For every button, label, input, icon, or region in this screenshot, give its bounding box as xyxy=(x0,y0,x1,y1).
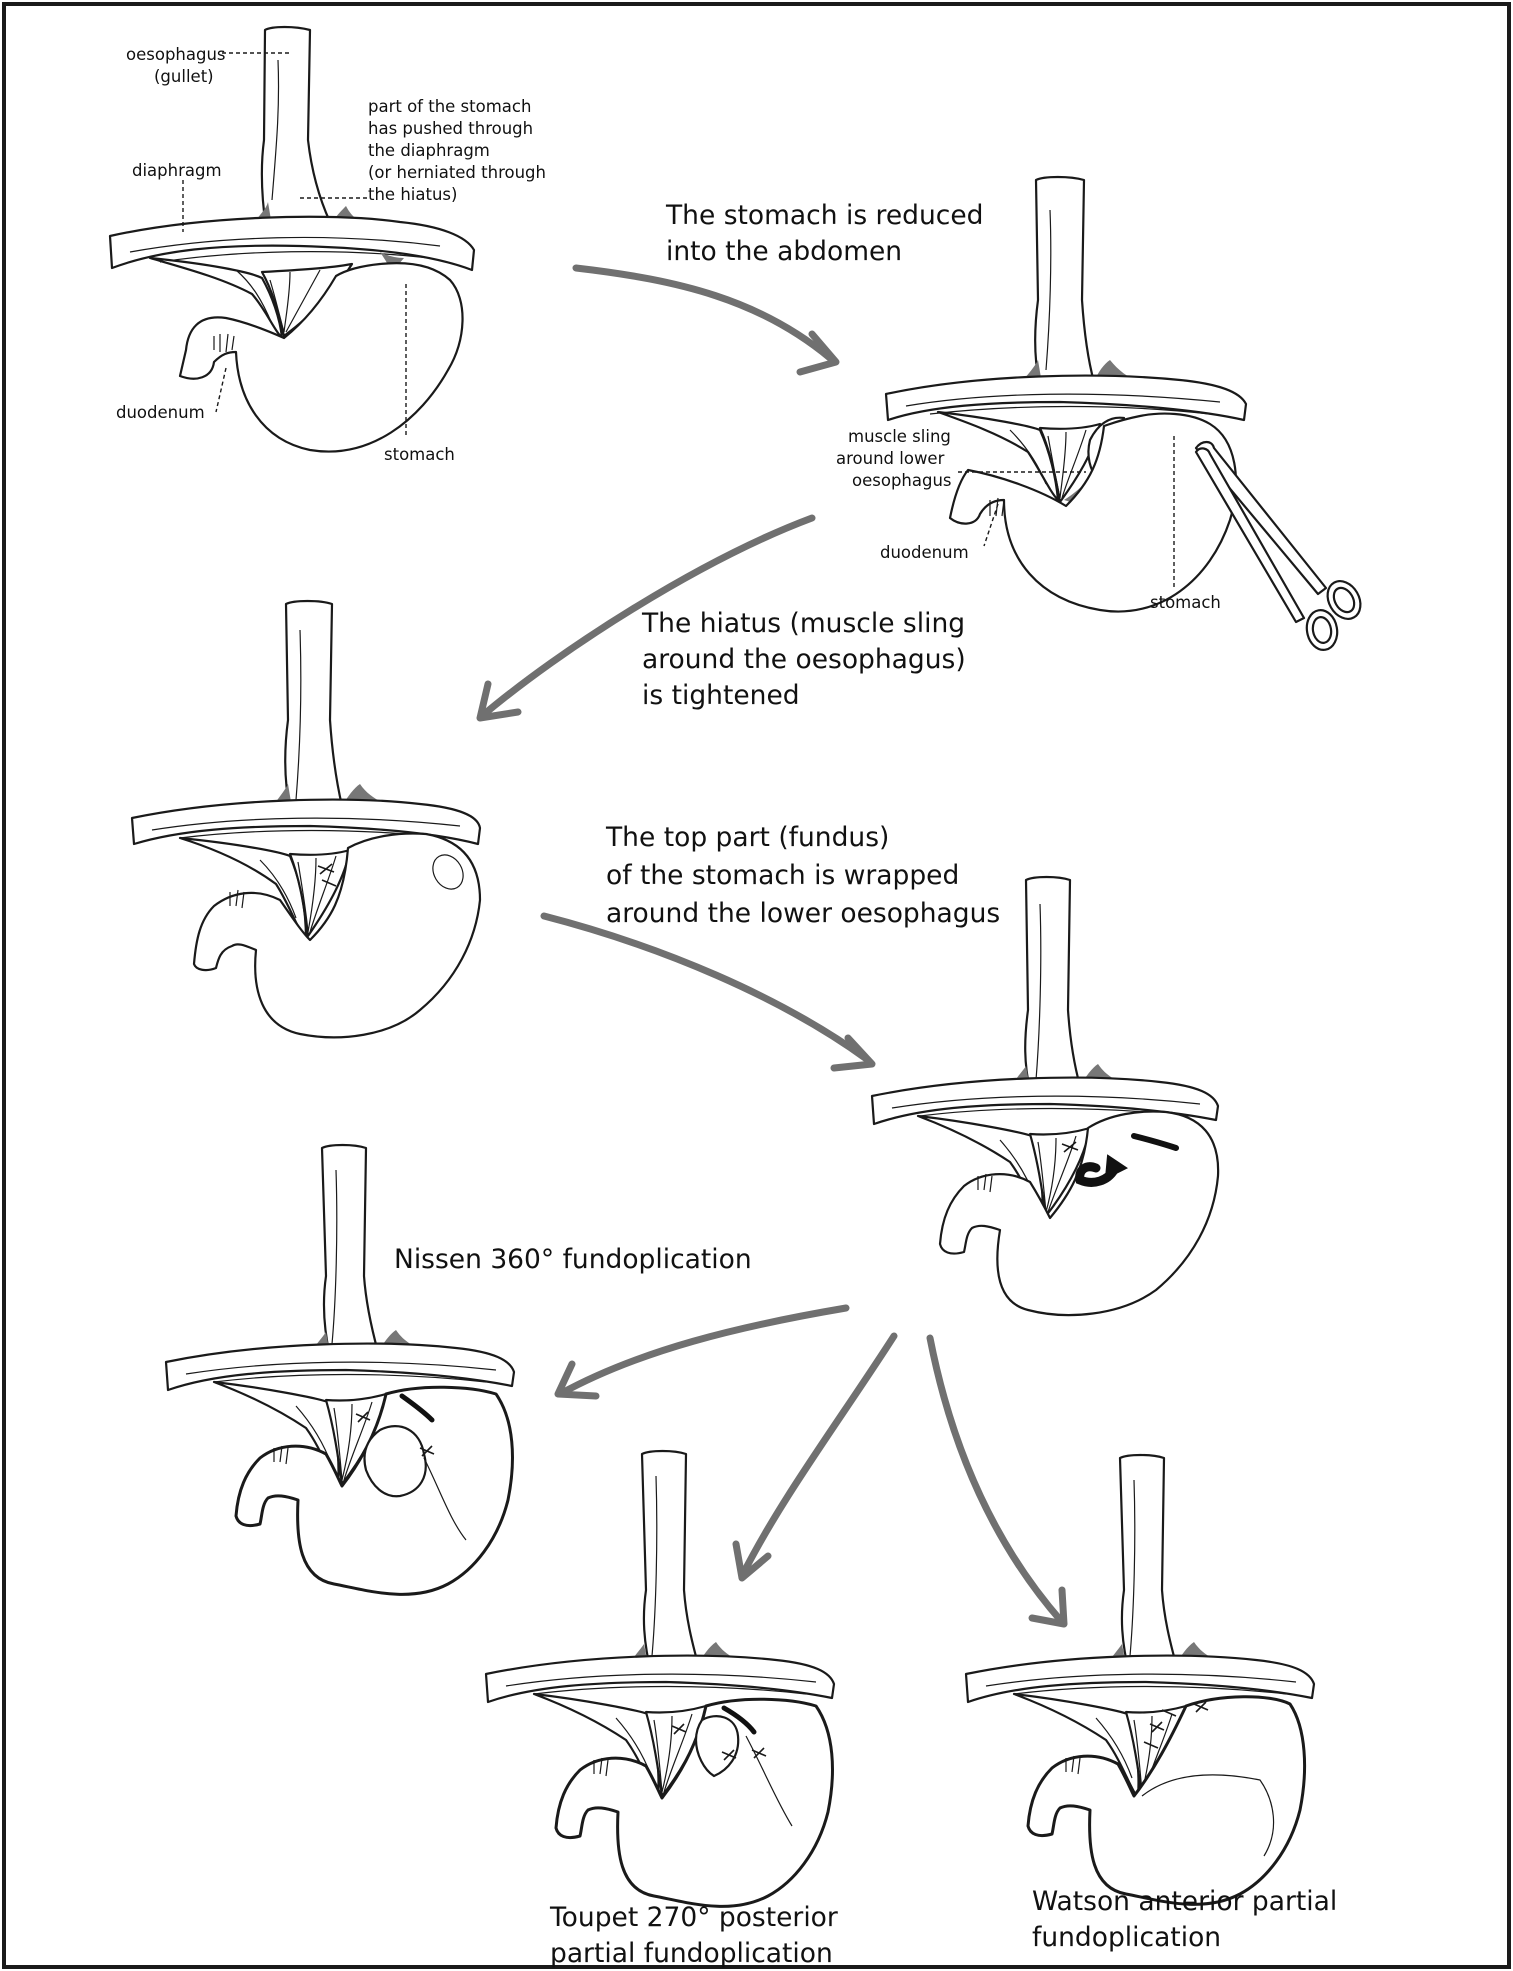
caption-toupet-1: Toupet 270° posterior xyxy=(549,1902,838,1933)
arrow-to-nissen xyxy=(560,1308,846,1394)
caption-reduced-1: The stomach is reduced xyxy=(665,200,983,231)
caption-hiatus-2: around the oesophagus) xyxy=(642,644,966,675)
label-diaphragm: diaphragm xyxy=(132,161,222,180)
caption-fundus-1: The top part (fundus) xyxy=(605,822,889,853)
label-herniated-2: has pushed through xyxy=(368,119,533,138)
figure-watson xyxy=(966,1455,1314,1904)
label-duodenum-2: duodenum xyxy=(880,543,969,562)
label-muscle-sling-2: around lower xyxy=(836,449,945,468)
arrow-to-reduced xyxy=(576,268,830,358)
label-herniated-1: part of the stomach xyxy=(368,97,531,116)
arrow-to-wrapped xyxy=(544,916,868,1060)
figure-nissen xyxy=(166,1145,514,1594)
caption-watson-1: Watson anterior partial xyxy=(1032,1886,1337,1917)
label-oesophagus: oesophagus xyxy=(126,45,226,64)
arrow-to-watson xyxy=(930,1338,1062,1622)
label-duodenum-1: duodenum xyxy=(116,403,205,422)
label-gullet: (gullet) xyxy=(154,67,214,86)
caption-watson-2: fundoplication xyxy=(1032,1922,1221,1953)
label-muscle-sling-1: muscle sling xyxy=(848,427,951,446)
label-herniated-3: the diaphragm xyxy=(368,141,490,160)
figure-hiatus-hernia xyxy=(110,27,474,452)
figure-reduced xyxy=(886,177,1367,652)
label-stomach-1: stomach xyxy=(384,445,455,464)
label-stomach-2: stomach xyxy=(1150,593,1221,612)
caption-reduced-2: into the abdomen xyxy=(666,236,902,267)
forceps-icon xyxy=(1196,442,1367,652)
figure-fundus-wrap xyxy=(872,877,1218,1315)
arrow-to-toupet xyxy=(742,1336,894,1576)
figure-toupet xyxy=(486,1451,834,1906)
label-herniated-4: (or herniated through xyxy=(368,163,546,182)
caption-hiatus-3: is tightened xyxy=(642,680,800,711)
caption-nissen: Nissen 360° fundoplication xyxy=(394,1244,752,1275)
label-herniated-5: the hiatus) xyxy=(368,185,457,204)
label-muscle-sling-3: oesophagus xyxy=(852,471,952,490)
figure-tightened xyxy=(132,601,480,1037)
caption-fundus-3: around the lower oesophagus xyxy=(606,898,1000,929)
caption-hiatus-1: The hiatus (muscle sling xyxy=(641,608,965,639)
caption-fundus-2: of the stomach is wrapped xyxy=(606,860,959,891)
caption-toupet-2: partial fundoplication xyxy=(550,1938,833,1969)
